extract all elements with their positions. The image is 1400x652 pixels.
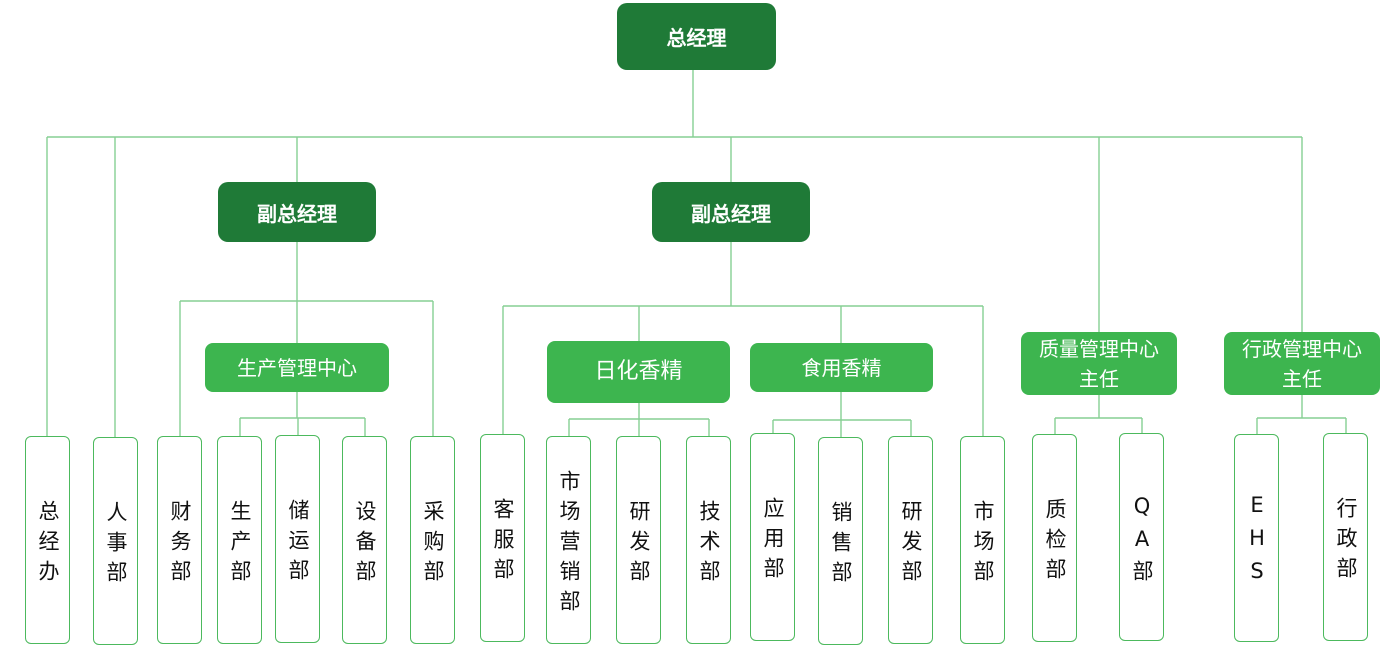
department-production: 生产部 xyxy=(217,436,262,644)
department-food-rnd: 研发部 xyxy=(888,436,933,644)
department-label: 市场营销部 xyxy=(557,469,581,620)
node-label-line1: 质量管理中心 xyxy=(1039,336,1159,361)
node-label: 食用香精 xyxy=(801,355,882,380)
department-label: 研发部 xyxy=(627,499,651,590)
connector-production-center xyxy=(239,392,366,436)
department-label: 市场部 xyxy=(971,499,995,590)
department-finance: 财务部 xyxy=(157,436,202,644)
department-label: 质检部 xyxy=(1043,497,1067,588)
department-daily-marketing: 市场营销部 xyxy=(546,436,591,644)
connector-vice-gm-1 xyxy=(179,242,434,436)
connector-food-flavor xyxy=(772,392,912,437)
department-label: 设备部 xyxy=(353,499,377,590)
connector-admin-center xyxy=(1256,395,1347,434)
department-label: 研发部 xyxy=(899,499,923,590)
department-equipment: 设备部 xyxy=(342,436,387,644)
department-marketing: 市场部 xyxy=(960,436,1005,644)
department-label: 人事部 xyxy=(104,500,128,591)
department-label: 技术部 xyxy=(697,499,721,590)
department-label: 总经办 xyxy=(36,499,60,590)
node-label: 副总经理 xyxy=(257,201,337,226)
connector-general-manager xyxy=(46,70,1303,437)
department-label: EHS xyxy=(1245,493,1269,592)
department-purchasing: 采购部 xyxy=(410,436,455,644)
node-label-line2: 主任 xyxy=(1079,366,1119,391)
department-customer-service: 客服部 xyxy=(480,434,525,642)
department-label: 应用部 xyxy=(761,496,785,587)
node-label: 总经理 xyxy=(666,26,727,50)
node-general-manager: 总经理 xyxy=(617,3,776,70)
department-label: QA部 xyxy=(1130,493,1154,590)
department-qa: QA部 xyxy=(1119,433,1164,641)
department-qc: 质检部 xyxy=(1032,434,1077,642)
department-admin: 行政部 xyxy=(1323,433,1368,641)
node-food-flavor: 食用香精 xyxy=(750,343,933,392)
node-daily-flavor: 日化香精 xyxy=(547,341,730,403)
department-label: 生产部 xyxy=(228,499,252,590)
department-label: 采购部 xyxy=(421,499,445,590)
department-label: 储运部 xyxy=(286,498,310,589)
node-label-line2: 主任 xyxy=(1282,366,1322,391)
node-label-line1: 行政管理中心 xyxy=(1242,336,1362,361)
department-label: 客服部 xyxy=(491,497,515,588)
node-vice-gm-2: 副总经理 xyxy=(652,182,810,242)
node-vice-gm-1: 副总经理 xyxy=(218,182,376,242)
department-ehs: EHS xyxy=(1234,434,1279,642)
department-gm-office: 总经办 xyxy=(25,436,70,644)
department-daily-tech: 技术部 xyxy=(686,436,731,644)
node-admin-center: 行政管理中心 主任 xyxy=(1224,332,1380,395)
department-daily-rnd: 研发部 xyxy=(616,436,661,644)
department-food-sales: 销售部 xyxy=(818,437,863,645)
department-logistics: 储运部 xyxy=(275,435,320,643)
department-label: 行政部 xyxy=(1334,496,1358,587)
node-quality-center: 质量管理中心 主任 xyxy=(1021,332,1177,395)
department-food-application: 应用部 xyxy=(750,433,795,641)
connector-vice-gm-2 xyxy=(502,242,984,436)
node-label: 日化香精 xyxy=(594,359,683,384)
node-production-center: 生产管理中心 xyxy=(205,343,389,392)
department-hr: 人事部 xyxy=(93,437,138,645)
node-label: 副总经理 xyxy=(691,201,771,226)
department-label: 财务部 xyxy=(168,499,192,590)
department-label: 销售部 xyxy=(829,500,853,591)
node-label: 生产管理中心 xyxy=(237,355,357,380)
connector-quality-center xyxy=(1054,395,1143,434)
connector-daily-flavor xyxy=(568,403,710,436)
